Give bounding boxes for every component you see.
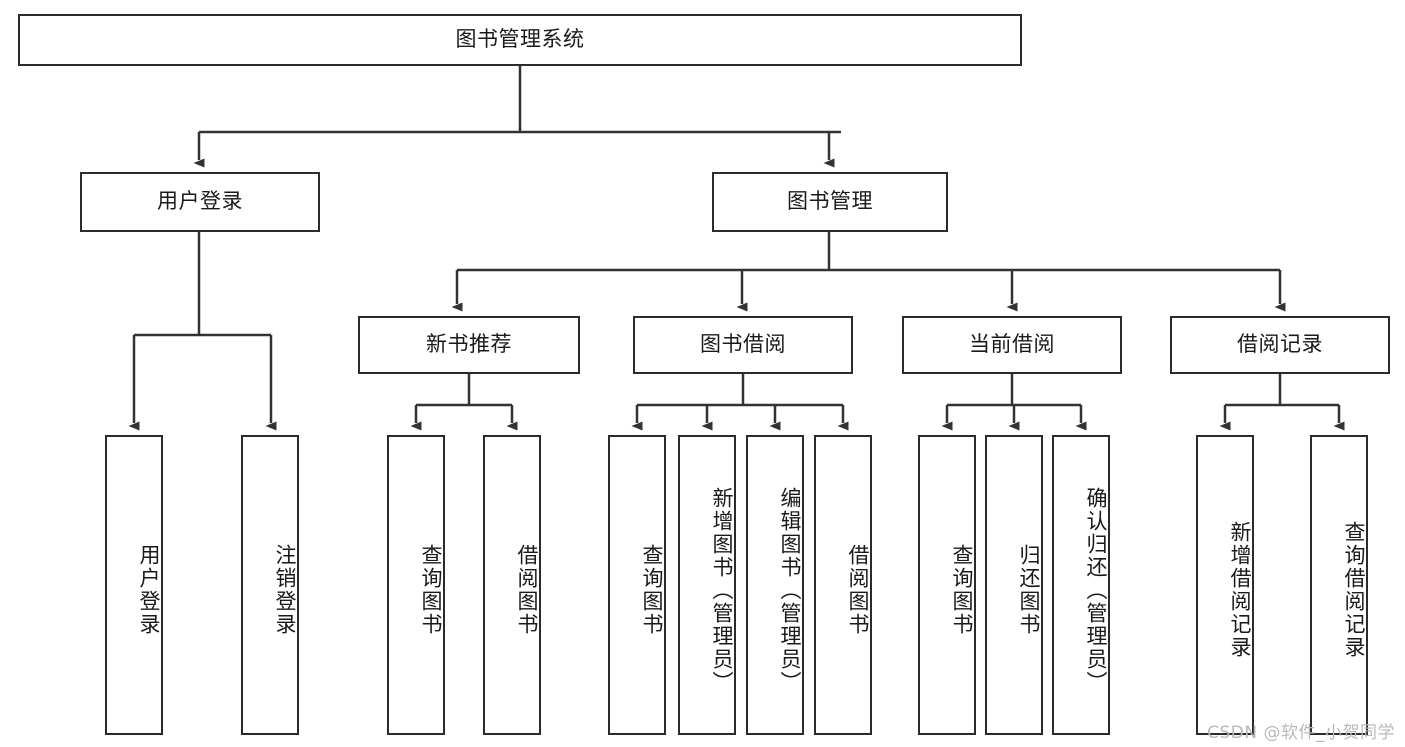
node-leaf-confirm-return[interactable]: 确认归还（管理员） — [1052, 435, 1110, 735]
node-label: 新书推荐 — [426, 332, 512, 357]
node-book-manage[interactable]: 图书管理 — [712, 172, 948, 232]
node-label: 图书借阅 — [700, 332, 786, 357]
node-label: 查询借阅记录 — [1342, 521, 1366, 659]
node-label: 借阅图书 — [515, 544, 539, 636]
watermark: CSDN @软件_小贺同学 — [1207, 723, 1395, 743]
edge-borrow-record-to-leaves — [1219, 374, 1345, 431]
node-book-borrow[interactable]: 图书借阅 — [633, 316, 853, 374]
node-root[interactable]: 图书管理系统 — [18, 14, 1022, 66]
node-leaf-query-book-2[interactable]: 查询图书 — [608, 435, 666, 735]
edge-user-login-to-leaves — [128, 232, 277, 431]
node-leaf-user-login[interactable]: 用户登录 — [105, 435, 163, 735]
node-label: 借阅图书 — [846, 544, 870, 636]
node-leaf-edit-book[interactable]: 编辑图书（管理员） — [746, 435, 804, 735]
edge-root-to-level1 — [193, 66, 841, 168]
node-leaf-query-record[interactable]: 查询借阅记录 — [1310, 435, 1368, 735]
node-label: 当前借阅 — [969, 332, 1055, 357]
node-new-book-rec[interactable]: 新书推荐 — [358, 316, 580, 374]
node-label: 确认归还（管理员） — [1084, 486, 1108, 694]
node-user-login[interactable]: 用户登录 — [80, 172, 320, 232]
node-borrow-record[interactable]: 借阅记录 — [1170, 316, 1390, 374]
node-leaf-add-book[interactable]: 新增图书（管理员） — [678, 435, 736, 735]
node-label: 注销登录 — [273, 544, 297, 636]
node-label: 新增借阅记录 — [1228, 521, 1252, 659]
node-label: 用户登录 — [137, 544, 161, 636]
node-leaf-add-record[interactable]: 新增借阅记录 — [1196, 435, 1254, 735]
node-label: 用户登录 — [157, 189, 243, 214]
node-leaf-query-book-1[interactable]: 查询图书 — [387, 435, 445, 735]
node-label: 查询图书 — [950, 544, 974, 636]
node-label: 查询图书 — [640, 544, 664, 636]
edge-book-manage-to-level2 — [451, 232, 1286, 312]
node-label: 借阅记录 — [1237, 332, 1323, 357]
node-current-borrow[interactable]: 当前借阅 — [902, 316, 1122, 374]
node-label: 新增图书（管理员） — [710, 486, 734, 694]
node-leaf-logout[interactable]: 注销登录 — [241, 435, 299, 735]
edge-new-book-rec-to-leaves — [410, 374, 518, 431]
node-leaf-borrow-book-2[interactable]: 借阅图书 — [814, 435, 872, 735]
edge-book-borrow-to-leaves — [631, 374, 849, 431]
node-label: 编辑图书（管理员） — [778, 486, 802, 694]
edge-current-borrow-to-leaves — [941, 374, 1087, 431]
node-label: 图书管理系统 — [455, 27, 585, 52]
node-label: 归还图书 — [1017, 544, 1041, 636]
node-leaf-return-book[interactable]: 归还图书 — [985, 435, 1043, 735]
node-leaf-query-book-3[interactable]: 查询图书 — [918, 435, 976, 735]
node-leaf-borrow-book-1[interactable]: 借阅图书 — [483, 435, 541, 735]
node-label: 查询图书 — [419, 544, 443, 636]
node-label: 图书管理 — [787, 189, 873, 214]
